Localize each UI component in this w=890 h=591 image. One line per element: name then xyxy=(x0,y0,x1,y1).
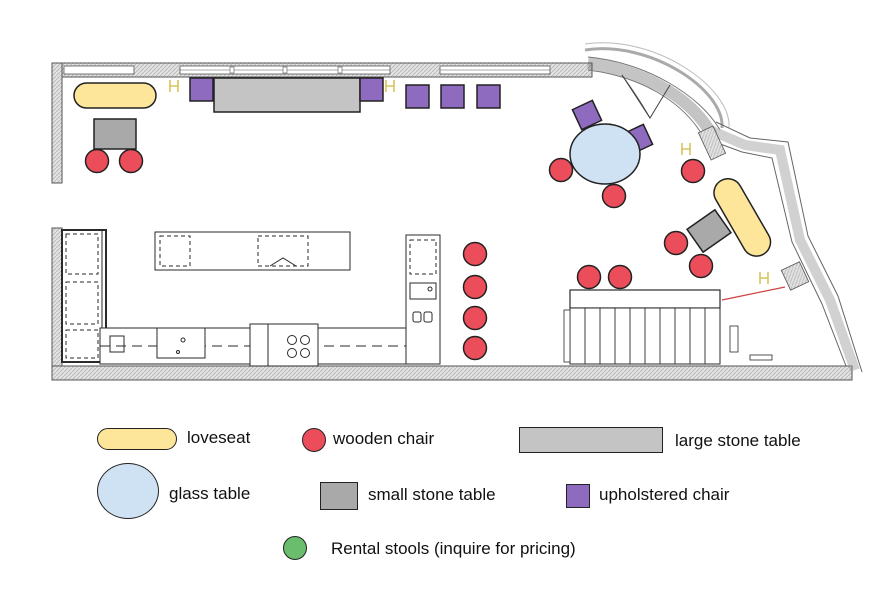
large-stone-table xyxy=(213,77,361,113)
loveseat xyxy=(73,82,157,109)
upholstered-chair xyxy=(405,84,430,109)
upholstered-chair xyxy=(440,84,465,109)
legend-small-stone-table-swatch xyxy=(320,482,358,510)
wooden-chair xyxy=(688,253,714,279)
wooden-chair xyxy=(462,241,488,267)
upholstered-chair xyxy=(476,84,501,109)
legend-small-stone-table-label: small stone table xyxy=(368,485,496,504)
stool-markers xyxy=(169,80,769,284)
wooden-chair xyxy=(462,274,488,300)
legend-loveseat-label: loveseat xyxy=(187,428,251,447)
legend-wooden-chair-swatch xyxy=(302,428,326,452)
wooden-chair xyxy=(576,264,602,290)
upholstered-chair xyxy=(571,99,603,131)
exterior-walls xyxy=(51,42,863,381)
glass-table xyxy=(569,123,641,185)
legend-glass-table-label: glass table xyxy=(169,484,251,503)
wooden-chair xyxy=(601,183,627,209)
wooden-chair xyxy=(118,148,144,174)
wooden-chair xyxy=(462,305,488,331)
loveseat xyxy=(713,178,772,257)
legend-rental-stools-label: Rental stools (inquire for pricing) xyxy=(331,539,576,558)
legend-loveseat-swatch xyxy=(97,428,177,450)
wooden-chair xyxy=(607,264,633,290)
legend-upholstered-chair-swatch xyxy=(566,484,590,508)
legend-rental-stools-swatch xyxy=(283,536,307,560)
legend-upholstered-chair-label: upholstered chair xyxy=(599,485,730,504)
upholstered-chair xyxy=(189,77,214,102)
legend-large-stone-table-swatch xyxy=(519,427,663,453)
legend-wooden-chair-label: wooden chair xyxy=(333,429,435,448)
stairs xyxy=(563,289,773,365)
wooden-chair xyxy=(680,158,706,184)
kitchen-counters xyxy=(61,229,441,367)
legend-large-stone-table-label: large stone table xyxy=(675,431,801,450)
wooden-chair xyxy=(548,157,574,183)
upholstered-chair xyxy=(359,77,384,102)
legend-glass-table-swatch xyxy=(97,463,159,519)
small-stone-table xyxy=(93,118,137,150)
wooden-chair xyxy=(663,230,689,256)
wooden-chair xyxy=(462,335,488,361)
furniture xyxy=(73,77,772,361)
wooden-chair xyxy=(84,148,110,174)
small-stone-table xyxy=(685,208,733,254)
